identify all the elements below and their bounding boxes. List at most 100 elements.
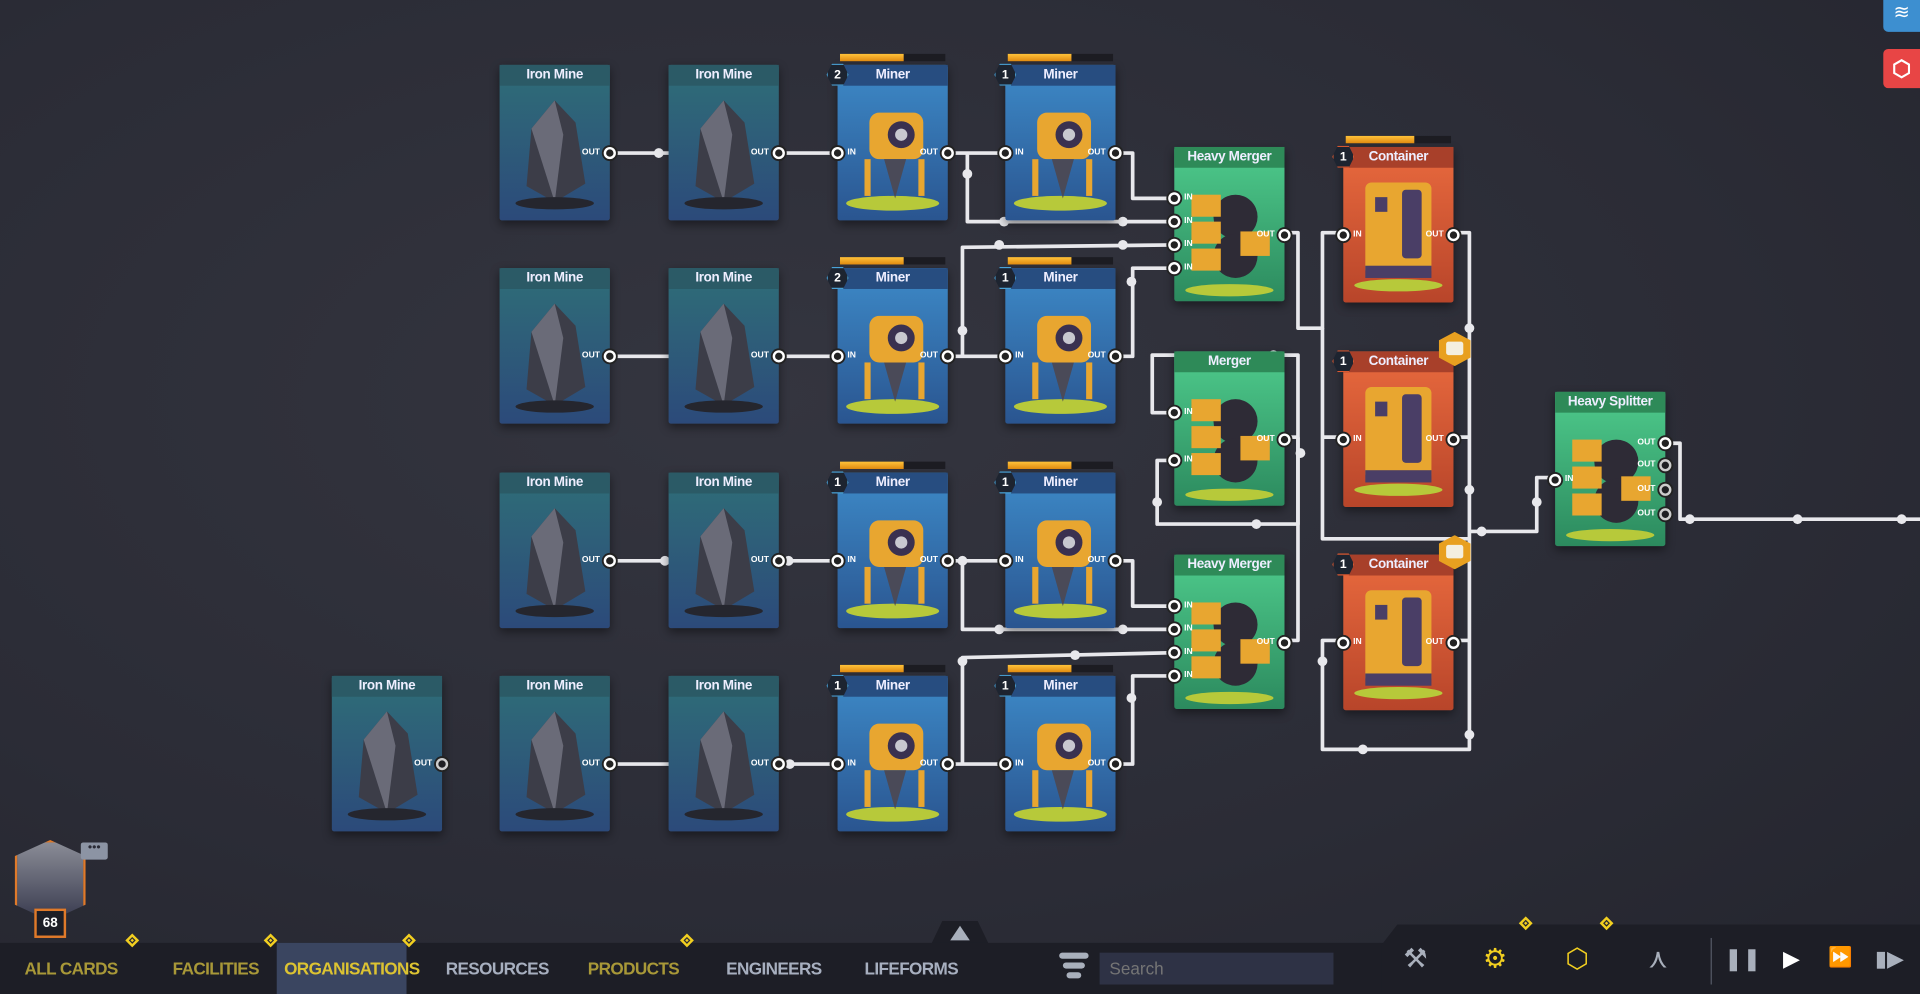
input-port[interactable] — [831, 554, 844, 567]
iron-mine-illustration — [500, 697, 610, 832]
input-port[interactable] — [1168, 600, 1181, 613]
input-port[interactable] — [831, 146, 844, 160]
filter-icon[interactable] — [1059, 952, 1089, 979]
output-port[interactable] — [603, 554, 616, 567]
output-port[interactable] — [1278, 228, 1291, 242]
input-port[interactable] — [1168, 669, 1181, 683]
input-port[interactable] — [1168, 623, 1181, 636]
tab-organisations[interactable]: ORGANISATIONS — [276, 942, 420, 994]
output-port[interactable] — [1659, 483, 1672, 496]
input-port[interactable] — [1168, 454, 1181, 467]
layers-button[interactable]: ≋ — [1883, 0, 1920, 32]
input-port[interactable] — [1337, 636, 1350, 649]
output-port[interactable] — [1109, 146, 1122, 160]
player-avatar[interactable] — [14, 840, 86, 921]
input-port[interactable] — [1168, 192, 1181, 205]
output-port[interactable] — [941, 146, 954, 160]
storage-badge-icon[interactable] — [1438, 331, 1471, 367]
output-port[interactable] — [1109, 350, 1122, 363]
tab-facilities[interactable]: FACILITIES — [172, 958, 260, 979]
output-port[interactable] — [603, 757, 616, 771]
input-port[interactable] — [1168, 646, 1181, 659]
tech-tree-icon[interactable]: ⋏ — [1648, 942, 1668, 974]
input-port[interactable] — [1548, 473, 1562, 487]
output-port[interactable] — [1447, 228, 1460, 242]
input-port[interactable] — [831, 757, 844, 771]
input-port[interactable] — [1168, 215, 1181, 228]
output-port[interactable] — [1109, 757, 1122, 771]
output-port[interactable] — [1447, 636, 1460, 649]
pause-icon[interactable]: ❚❚ — [1724, 946, 1762, 972]
fast-forward-icon[interactable]: ⏩ — [1828, 947, 1853, 969]
alert-button[interactable]: ⬡ — [1883, 48, 1920, 89]
tools-icon[interactable]: ⚒ — [1403, 942, 1428, 974]
output-port[interactable] — [772, 146, 785, 160]
output-port[interactable] — [772, 554, 785, 567]
output-port[interactable] — [1447, 433, 1460, 446]
output-port[interactable] — [603, 146, 616, 160]
tab-resources[interactable]: RESOURCES — [445, 958, 550, 979]
tab-lifeforms[interactable]: LIFEFORMS — [864, 958, 959, 979]
output-port[interactable] — [1109, 554, 1122, 567]
input-port[interactable] — [999, 554, 1012, 567]
output-port[interactable] — [1659, 459, 1672, 472]
output-port[interactable] — [772, 350, 785, 363]
input-port[interactable] — [999, 757, 1012, 771]
engineer-icon[interactable]: ⚙ — [1483, 942, 1508, 974]
output-port[interactable] — [435, 757, 449, 771]
fastest-icon[interactable]: ▮▶ — [1874, 946, 1904, 972]
drawer-toggle[interactable] — [930, 920, 990, 946]
input-port[interactable] — [1168, 406, 1181, 419]
output-port[interactable] — [1278, 433, 1291, 446]
output-port[interactable] — [941, 350, 954, 363]
input-port[interactable] — [1168, 262, 1181, 275]
search-input[interactable] — [1099, 952, 1334, 985]
storage-badge-icon[interactable] — [1438, 535, 1471, 570]
output-port[interactable] — [772, 757, 785, 771]
output-port[interactable] — [1278, 636, 1291, 649]
output-port[interactable] — [1659, 437, 1672, 450]
card-title: Heavy Merger — [1174, 554, 1285, 576]
tab-products[interactable]: PRODUCTS — [587, 958, 680, 979]
input-port[interactable] — [999, 146, 1012, 160]
input-port[interactable] — [1168, 238, 1181, 252]
tab-all-cards[interactable]: ALL CARDS — [24, 958, 118, 979]
chat-icon[interactable]: ••• — [80, 842, 108, 860]
play-icon[interactable]: ▶ — [1782, 946, 1800, 972]
output-port[interactable] — [941, 757, 954, 771]
input-port[interactable] — [831, 350, 844, 363]
input-port[interactable] — [1337, 433, 1350, 446]
output-port[interactable] — [603, 350, 616, 363]
input-port[interactable] — [1337, 228, 1350, 242]
output-port[interactable] — [941, 554, 954, 567]
input-port[interactable] — [999, 350, 1012, 363]
tab-engineers[interactable]: ENGINEERS — [726, 958, 822, 979]
organisation-icon[interactable]: ⬡ — [1565, 942, 1589, 974]
output-port[interactable] — [1659, 508, 1672, 521]
